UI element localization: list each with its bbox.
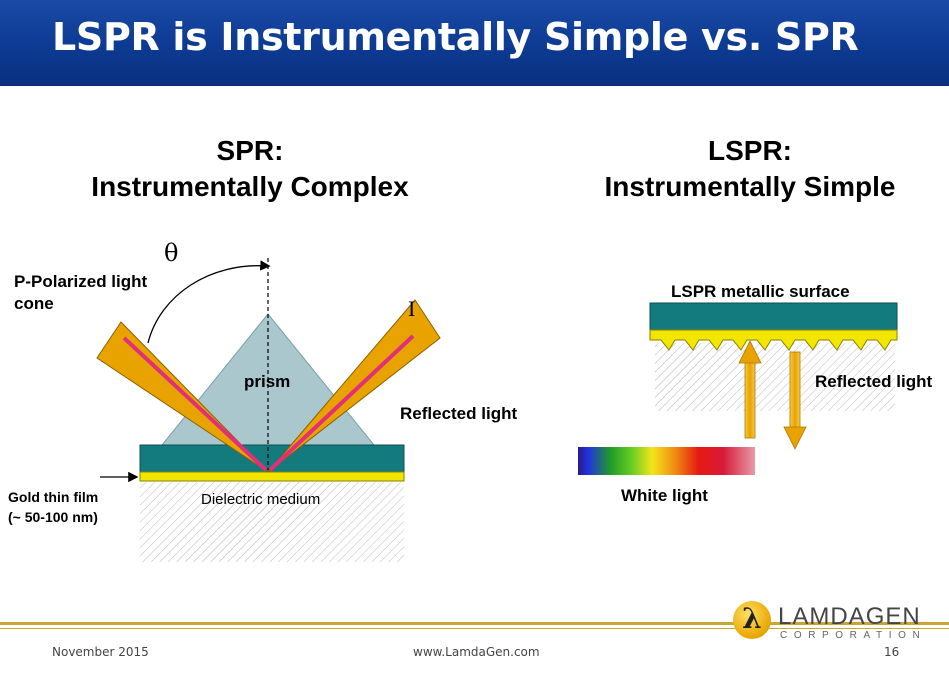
lspr-heading-line2: Instrumentally Simple — [604, 171, 896, 202]
incident-arrow-shaft — [744, 361, 756, 439]
dielectric-medium — [140, 482, 404, 562]
gold-thin-film-label: Gold thin film (~ 50-100 nm) — [8, 487, 98, 527]
dielectric-medium-label: Dielectric medium — [201, 491, 321, 508]
prism-label: prism — [244, 372, 291, 391]
logo-subtitle: CORPORATION — [780, 630, 927, 641]
lspr-surface-label: LSPR metallic surface — [671, 282, 850, 301]
gold-thin-film-layer — [139, 471, 405, 482]
polarized-label-line1: P-Polarized light — [14, 272, 148, 291]
polarized-light-label: P-Polarized light cone — [14, 271, 147, 315]
title-bar: LSPR is Instrumentally Simple vs. SPR — [0, 0, 949, 86]
gold-label-line2: (~ 50-100 nm) — [8, 509, 98, 525]
reflected-beam — [268, 334, 415, 472]
white-light-spectrum — [578, 447, 755, 475]
lspr-heading-line1: LSPR: — [708, 135, 792, 166]
spr-reflected-light-label: Reflected light — [400, 404, 518, 423]
spr-heading: SPR: Instrumentally Complex — [60, 133, 440, 205]
footer-website: www.LamdaGen.com — [413, 645, 540, 659]
lspr-reflected-light-label: Reflected light — [815, 372, 933, 391]
lspr-dielectric-medium — [655, 343, 895, 411]
footer-date: November 2015 — [52, 645, 149, 659]
lspr-nanostructure-layer — [649, 329, 898, 351]
intensity-symbol: I — [408, 296, 416, 321]
lspr-heading: LSPR: Instrumentally Simple — [565, 133, 935, 205]
slide-title: LSPR is Instrumentally Simple vs. SPR — [52, 15, 859, 59]
gold-label-line1: Gold thin film — [8, 489, 99, 505]
reflected-arrow-head — [783, 426, 807, 450]
lspr-teal-layer — [649, 302, 898, 331]
footer-rule-thin — [0, 628, 949, 629]
spr-heading-line1: SPR: — [216, 135, 284, 166]
lamdagen-logo-icon: λ — [733, 601, 771, 639]
footer-rule-thick — [0, 622, 949, 625]
white-light-label: White light — [621, 486, 708, 505]
spr-heading-line2: Instrumentally Complex — [91, 171, 409, 202]
lspr-diagram — [578, 302, 898, 475]
reflected-arrow-shaft — [789, 351, 801, 429]
footer-page-number: 16 — [884, 645, 900, 659]
logo-name: LAMDAGEN — [778, 603, 921, 630]
theta-symbol: θ — [164, 239, 179, 267]
theta-angle-arc — [147, 260, 271, 344]
incident-beam — [122, 336, 268, 472]
spr-diagram — [96, 258, 441, 562]
incident-arrow-head — [738, 340, 762, 364]
polarized-label-line2: cone — [14, 294, 54, 313]
